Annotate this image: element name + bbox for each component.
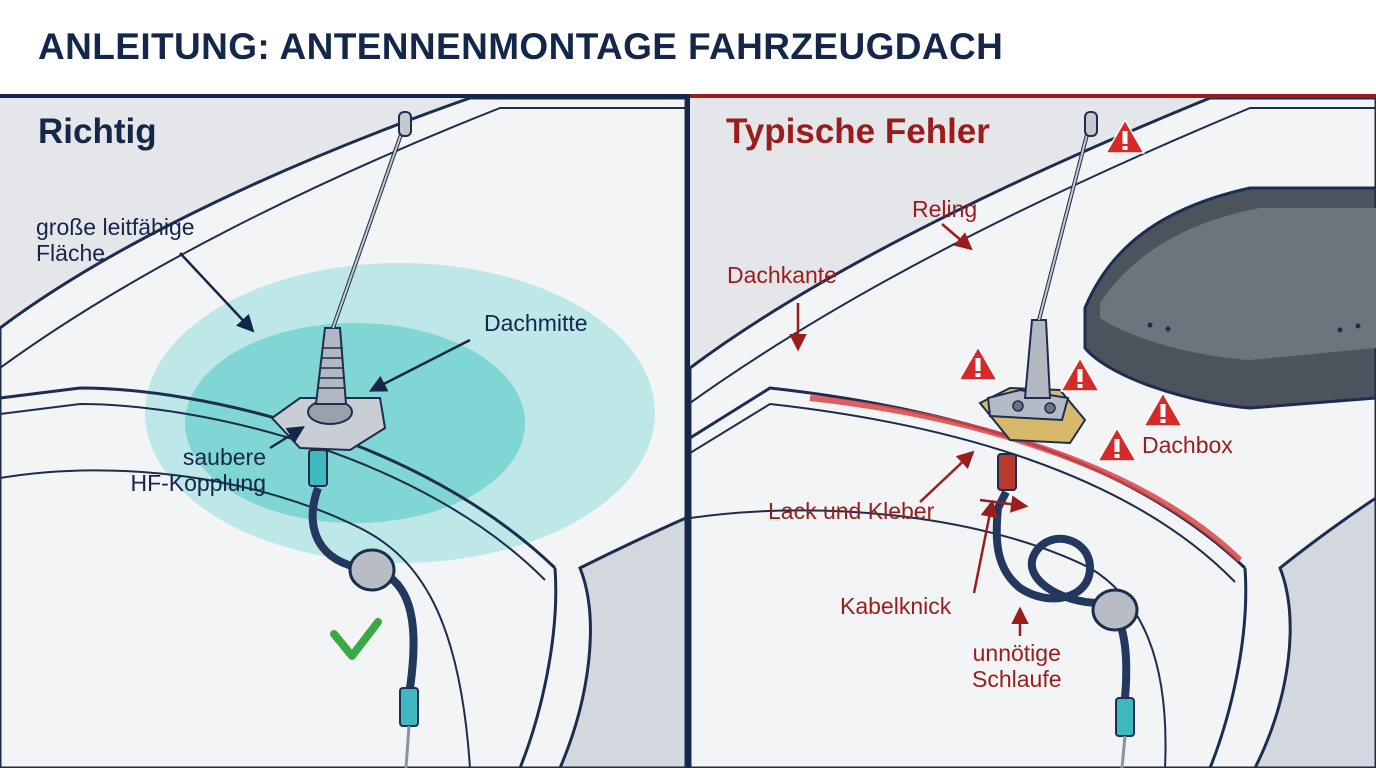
loop-label-line-2: Schlaufe bbox=[972, 666, 1062, 692]
rail-arrow bbox=[941, 223, 973, 251]
body-contour bbox=[0, 469, 471, 768]
antenna-spring bbox=[1023, 319, 1052, 399]
cable-connector-bottom bbox=[1115, 697, 1135, 737]
paint-adhesive-strip bbox=[809, 395, 1243, 563]
box-label: Dachbox bbox=[1142, 432, 1233, 458]
antenna-spring bbox=[314, 327, 348, 405]
loop-label: unnötige Schlaufe bbox=[972, 640, 1062, 692]
cable-grommet bbox=[348, 548, 396, 592]
kink-label: Kabelknick bbox=[840, 593, 952, 619]
paint-label: Lack und Kleber bbox=[768, 498, 935, 524]
cable-connector-top bbox=[997, 453, 1017, 491]
correct-heading: Richtig bbox=[38, 112, 157, 151]
antenna-whip-highlight bbox=[332, 122, 406, 329]
loop-label-line-1: unnötige bbox=[972, 640, 1061, 666]
cable-end bbox=[1120, 735, 1127, 768]
page-title: ANLEITUNG: ANTENNENMONTAGE FAHRZEUGDACH bbox=[38, 26, 1004, 67]
bracket-screw bbox=[1012, 400, 1024, 412]
coupling-arrow bbox=[269, 426, 305, 450]
panel-divider bbox=[686, 94, 690, 768]
header: ANLEITUNG: ANTENNENMONTAGE FAHRZEUGDACH bbox=[0, 0, 1376, 96]
mistakes-panel: Typische Fehler Reling Dachkante Dachbox… bbox=[690, 98, 1376, 768]
antenna-tip bbox=[1084, 111, 1098, 137]
surface-label: große leitfähige Fläche bbox=[36, 214, 195, 266]
cable-end bbox=[404, 725, 411, 768]
antenna-tip bbox=[398, 111, 412, 137]
surface-arrow bbox=[179, 252, 255, 333]
surface-label-line-1: große leitfähige bbox=[36, 214, 195, 240]
checkmark-icon bbox=[330, 618, 382, 660]
paint-arrow bbox=[919, 450, 975, 503]
pillar bbox=[518, 567, 558, 768]
pillar bbox=[1208, 567, 1248, 768]
correct-illustration bbox=[0, 98, 686, 768]
left-header-rule bbox=[0, 94, 688, 98]
antenna-whip-highlight bbox=[1038, 122, 1091, 321]
bracket-screw bbox=[1044, 402, 1056, 414]
coupling-label-line-2: HF-Kopplung bbox=[130, 470, 266, 496]
surface-label-line-2: Fläche bbox=[36, 240, 106, 266]
roof-outline bbox=[0, 107, 686, 369]
body-contour bbox=[690, 509, 1167, 768]
kink-arrow bbox=[972, 499, 998, 594]
antenna-spring-coils bbox=[318, 347, 345, 389]
correct-panel: Richtig große leitfähige Fläche Dachmitt… bbox=[0, 98, 686, 768]
rail-label: Reling bbox=[912, 196, 978, 222]
roof-box-rivets bbox=[1147, 322, 1361, 333]
roof-box-lid bbox=[1100, 208, 1376, 360]
mistakes-illustration bbox=[690, 98, 1376, 768]
cable-connector-top bbox=[308, 449, 328, 487]
edge-label: Dachkante bbox=[727, 262, 837, 288]
roof-rail bbox=[690, 107, 1376, 404]
center-arrow bbox=[368, 338, 471, 392]
right-header-rule bbox=[688, 94, 1376, 98]
coupling-label: saubere HF-Kopplung bbox=[130, 444, 266, 496]
roof-edge-lower bbox=[690, 402, 1236, 583]
coupling-label-line-1: saubere bbox=[182, 444, 266, 470]
cable-connector-bottom bbox=[399, 687, 419, 727]
mistakes-heading: Typische Fehler bbox=[726, 112, 990, 151]
cable-grommet bbox=[1091, 588, 1139, 632]
center-label: Dachmitte bbox=[484, 310, 588, 336]
